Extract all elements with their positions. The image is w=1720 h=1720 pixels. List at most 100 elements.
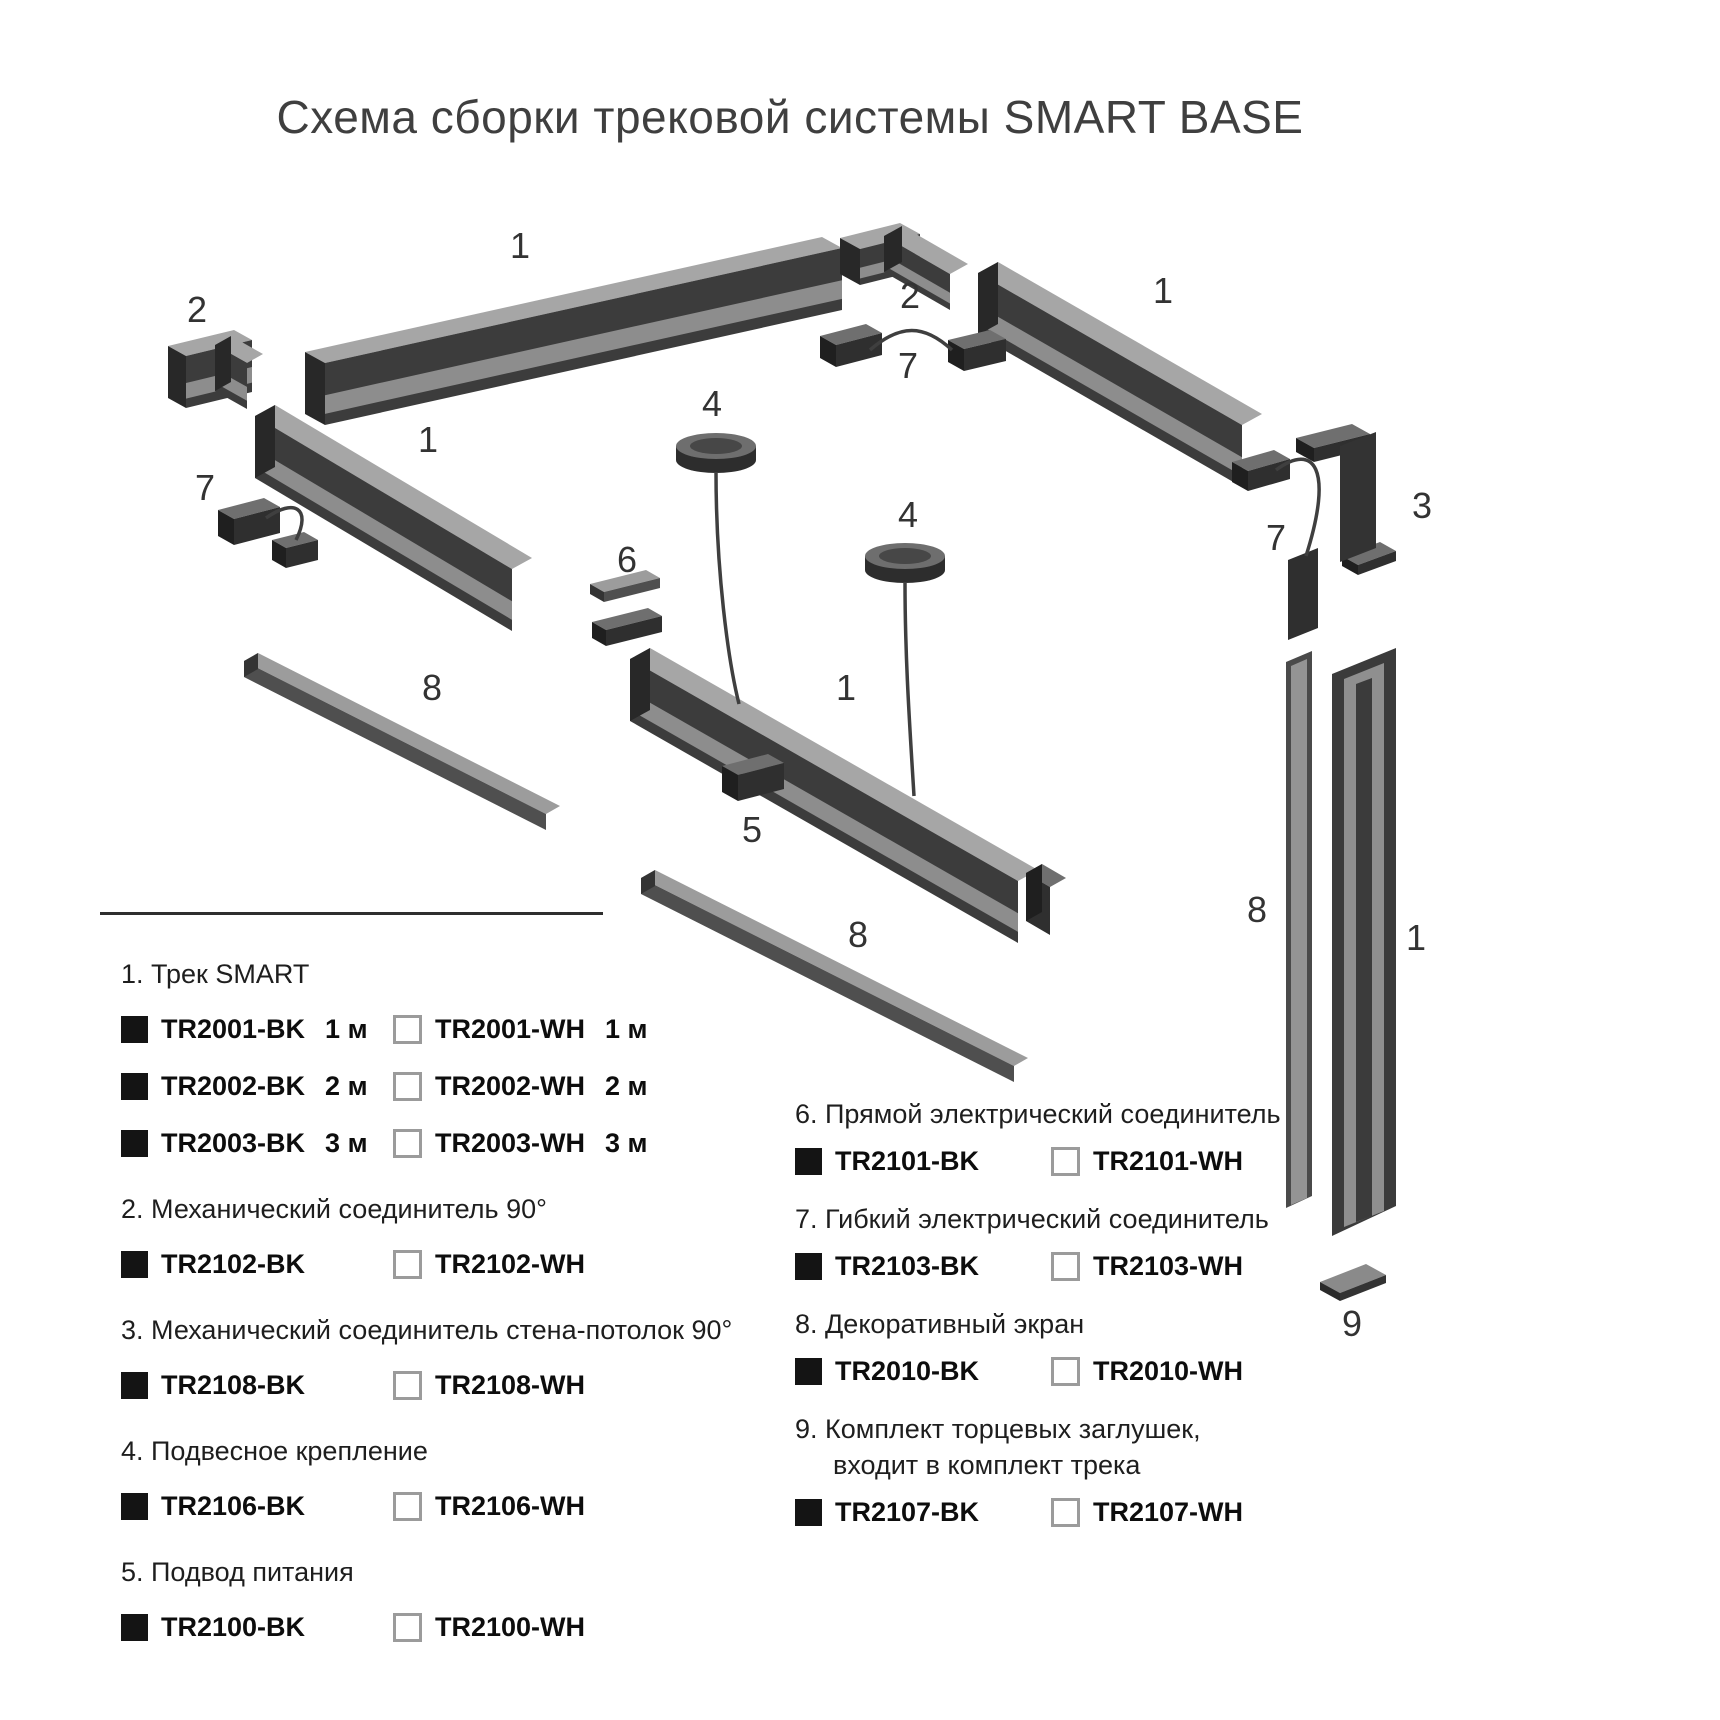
- part-code: TR2100-WH: [435, 1612, 586, 1642]
- wall-ceiling-bracket-plate: [1340, 432, 1376, 562]
- part-code: TR2010-BK: [835, 1356, 980, 1386]
- part-option-bk: TR2108-BK: [121, 1370, 393, 1401]
- screen-left: [244, 653, 560, 830]
- legend-section-straight-connector: 6. Прямой электрический соединитель TR21…: [795, 1098, 1281, 1177]
- part-option-bk: TR2101-BK: [795, 1146, 1051, 1177]
- legend-row: TR2107-BK TR2107-WH: [795, 1497, 1275, 1528]
- part-option-bk: TR2107-BK: [795, 1497, 1051, 1528]
- suspension-a-cable: [714, 471, 741, 705]
- label-suspension-a: 4: [702, 383, 722, 424]
- legend-section-end-caps: 9. Комплект торцевых заглушек, входит в …: [795, 1413, 1275, 1528]
- power-feed-box: [722, 754, 784, 801]
- legend-section-title: 1. Трек SMART: [121, 959, 310, 989]
- legend-section-title: 5. Подвод питания: [121, 1557, 354, 1587]
- checkbox-filled-icon: [121, 1251, 148, 1278]
- legend-section-flex-connector: 7. Гибкий электрический соединитель TR21…: [795, 1203, 1275, 1282]
- screen-vertical: [1286, 651, 1312, 1208]
- flex-left-cable: [264, 506, 304, 541]
- part-code: TR2102-BK: [161, 1249, 306, 1279]
- flex-connector-right-vbox: [1288, 548, 1318, 640]
- checkbox-filled-icon: [121, 1130, 148, 1157]
- page-title: Схема сборки трековой системы SMART BASE: [276, 91, 1304, 143]
- legend-left-column: 1. Трек SMART TR2001-BK 1 м TR2001-WH 1 …: [121, 958, 761, 1677]
- legend-row: TR2002-BK 2 м TR2002-WH 2 м: [121, 1071, 761, 1102]
- legend-section-title: 9. Комплект торцевых заглушек,: [795, 1414, 1201, 1444]
- part-option-wh: TR2003-WH 3 м: [393, 1128, 761, 1159]
- track-center: [630, 648, 1038, 943]
- part-size: 3 м: [325, 1128, 368, 1158]
- flex-top-cable: [868, 328, 954, 352]
- legend-row: TR2100-BK TR2100-WH: [121, 1612, 761, 1643]
- screen-bottom: [641, 870, 1028, 1082]
- part-code: TR2100-BK: [161, 1612, 306, 1642]
- part-option-wh: TR2101-WH: [1051, 1146, 1275, 1177]
- track-vertical: [1332, 648, 1396, 1236]
- part-code: TR2106-WH: [435, 1491, 586, 1521]
- label-suspension-b: 4: [898, 494, 918, 535]
- part-option-wh: TR2108-WH: [393, 1370, 761, 1401]
- legend-section-wall-ceiling-connector: 3. Механический соединитель стена-потоло…: [121, 1314, 761, 1401]
- label-track-top-left: 1: [510, 225, 530, 266]
- track-top-right: [978, 262, 1262, 487]
- checkbox-empty-icon: [393, 1250, 422, 1279]
- flex-connector-top-box: [948, 330, 1006, 371]
- part-size: 3 м: [605, 1128, 648, 1158]
- checkbox-filled-icon: [795, 1499, 822, 1526]
- flex-connector-left-box: [218, 498, 280, 545]
- legend-section-title: 8. Декоративный экран: [795, 1309, 1085, 1339]
- part-code: TR2003-WH: [435, 1128, 586, 1158]
- part-size: 1 м: [325, 1014, 368, 1044]
- corner-connector-left: [215, 336, 263, 409]
- part-option-wh: TR2102-WH: [393, 1249, 761, 1280]
- legend-divider: [100, 912, 603, 915]
- part-code: TR2102-WH: [435, 1249, 586, 1279]
- checkbox-empty-icon: [1051, 1498, 1080, 1527]
- part-code: TR2003-BK: [161, 1128, 306, 1158]
- checkbox-empty-icon: [393, 1015, 422, 1044]
- legend-section-title: 4. Подвесное крепление: [121, 1436, 428, 1466]
- label-screen-vertical: 8: [1247, 889, 1267, 930]
- label-wall-ceiling: 3: [1412, 485, 1432, 526]
- part-option-wh: TR2002-WH 2 м: [393, 1071, 761, 1102]
- legend-row: TR2001-BK 1 м TR2001-WH 1 м: [121, 1014, 761, 1045]
- part-option-wh: TR2106-WH: [393, 1491, 761, 1522]
- part-option-wh: TR2010-WH: [1051, 1356, 1275, 1387]
- checkbox-filled-icon: [795, 1253, 822, 1280]
- checkbox-filled-icon: [795, 1148, 822, 1175]
- part-option-bk: TR2002-BK 2 м: [121, 1071, 393, 1102]
- part-code: TR2108-BK: [161, 1370, 306, 1400]
- label-corner-top: 2: [900, 275, 920, 316]
- legend-section-screen: 8. Декоративный экран TR2010-BK TR2010-W…: [795, 1308, 1275, 1387]
- part-size: 2 м: [605, 1071, 648, 1101]
- part-code: TR2108-WH: [435, 1370, 586, 1400]
- checkbox-filled-icon: [795, 1358, 822, 1385]
- checkbox-filled-icon: [121, 1073, 148, 1100]
- legend-section-track: 1. Трек SMART TR2001-BK 1 м TR2001-WH 1 …: [121, 958, 761, 1159]
- straight-connector-cover: [590, 570, 660, 602]
- part-code: TR2010-WH: [1093, 1356, 1244, 1386]
- corner-connector-top: [884, 226, 968, 310]
- label-power-feed: 5: [742, 809, 762, 850]
- legend-section-mech-connector: 2. Механический соединитель 90° TR2102-B…: [121, 1193, 761, 1280]
- checkbox-empty-icon: [393, 1072, 422, 1101]
- part-code: TR2001-WH: [435, 1014, 586, 1044]
- label-flex-left: 7: [195, 467, 215, 508]
- checkbox-empty-icon: [1051, 1147, 1080, 1176]
- part-option-wh: TR2001-WH 1 м: [393, 1014, 761, 1045]
- part-code: TR2101-WH: [1093, 1146, 1244, 1176]
- flex-connector-top-box: [820, 324, 882, 367]
- legend-section-title-line2: входит в комплект трека: [833, 1450, 1141, 1480]
- label-end-cap: 9: [1342, 1303, 1362, 1344]
- label-track-left: 1: [418, 419, 438, 460]
- suspension-canopy-b: [865, 543, 945, 583]
- legend-row: TR2003-BK 3 м TR2003-WH 3 м: [121, 1128, 761, 1159]
- part-option-wh: TR2103-WH: [1051, 1251, 1275, 1282]
- part-code: TR2101-BK: [835, 1146, 980, 1176]
- legend-section-title: 6. Прямой электрический соединитель: [795, 1099, 1281, 1129]
- label-track-vertical: 1: [1406, 917, 1426, 958]
- checkbox-filled-icon: [121, 1016, 148, 1043]
- part-option-bk: TR2001-BK 1 м: [121, 1014, 393, 1045]
- checkbox-empty-icon: [393, 1613, 422, 1642]
